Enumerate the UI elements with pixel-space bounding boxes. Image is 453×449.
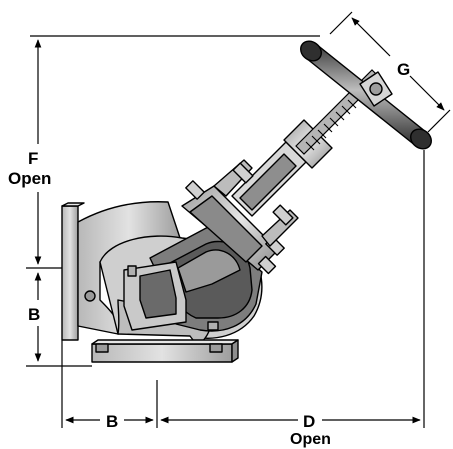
dimension-label-g: G — [397, 60, 411, 79]
extension-line-g-bottom — [427, 109, 451, 133]
dimension-label-b-vertical: B — [28, 305, 41, 324]
seat-ring-inner — [139, 269, 177, 319]
dimension-label-d-open: Open — [290, 431, 331, 448]
dimension-label-d: D — [303, 412, 316, 431]
bonnet-assembly — [181, 119, 333, 275]
body-drain-plug — [84, 290, 96, 302]
handle-end-right — [410, 128, 432, 150]
extension-line-g-top — [329, 11, 353, 35]
t-handle — [300, 40, 432, 150]
gland-stud-2 — [272, 204, 294, 226]
body-stud-bottom — [207, 321, 219, 331]
handle-end-left — [300, 40, 322, 62]
bonnet-bolt-3 — [257, 255, 277, 275]
dimension-label-f-open: Open — [8, 169, 52, 188]
stem-threads — [305, 93, 363, 151]
dimension-lines — [26, 11, 451, 428]
inlet-flange — [61, 205, 79, 341]
gland-stud-1 — [232, 162, 254, 184]
flange-bolt-left — [95, 343, 109, 353]
body-stud-left — [127, 265, 137, 277]
dimension-label-f: F — [28, 149, 39, 168]
flange-bolt-right — [209, 343, 223, 353]
bonnet-flange-cut — [189, 195, 263, 263]
outlet-flange-side — [231, 339, 239, 363]
bonnet-bolt-1 — [185, 180, 205, 200]
dimension-line-g-upper — [351, 17, 391, 57]
gland-cut — [239, 153, 297, 211]
handle-hub-nut — [369, 82, 383, 96]
valve-disc-highlight — [177, 249, 241, 293]
inlet-flange-face — [61, 202, 85, 207]
dimension-line-g-lower — [409, 75, 445, 111]
dimension-label-b-horizontal: B — [106, 412, 119, 431]
